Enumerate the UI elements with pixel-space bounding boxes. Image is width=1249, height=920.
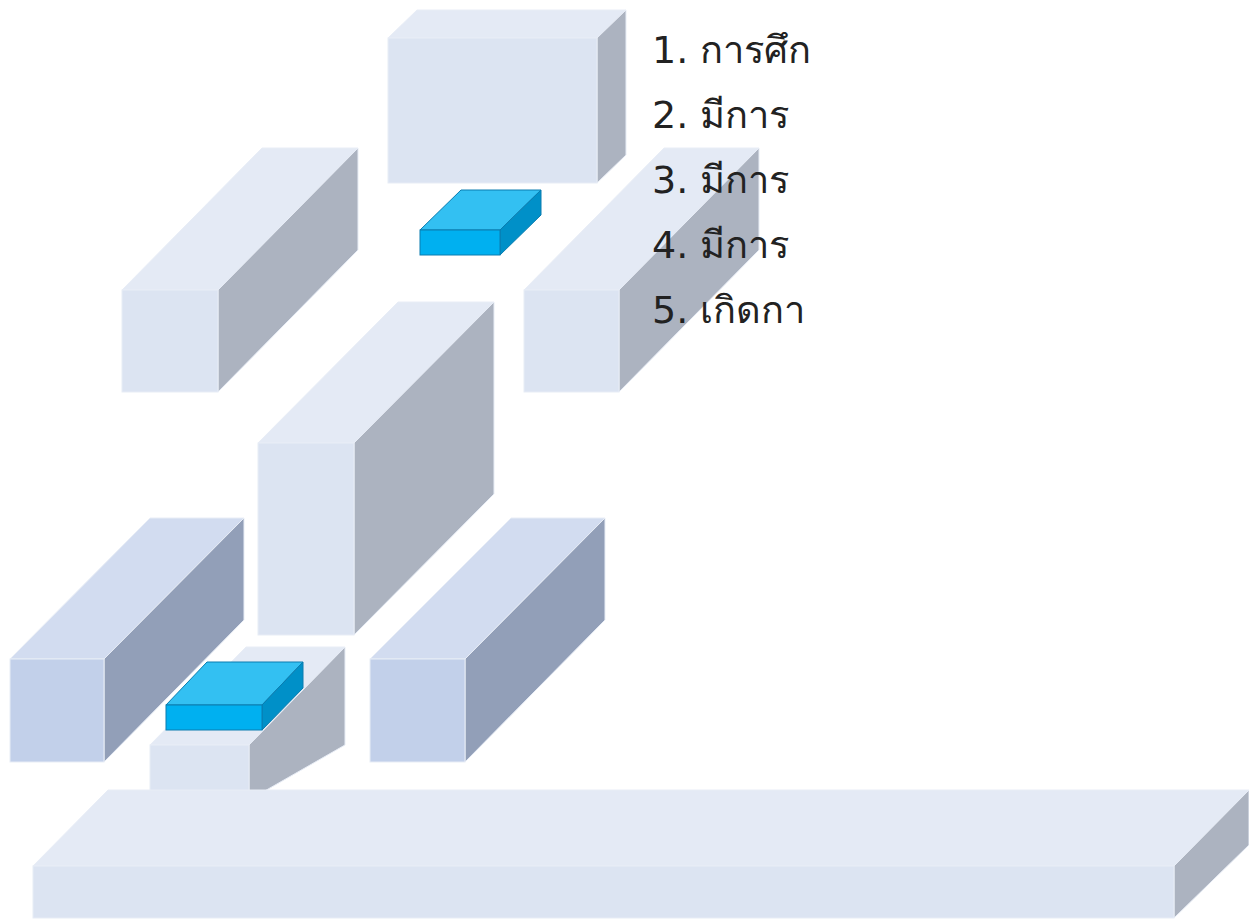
list-item: 3. มีการ — [652, 152, 789, 208]
list-item: 5. เกิดกา — [652, 282, 805, 338]
list-item: 4. มีการ — [652, 217, 789, 273]
list-item: 2. มีการ — [652, 87, 789, 143]
list-item: 1. การศึก — [652, 22, 811, 78]
